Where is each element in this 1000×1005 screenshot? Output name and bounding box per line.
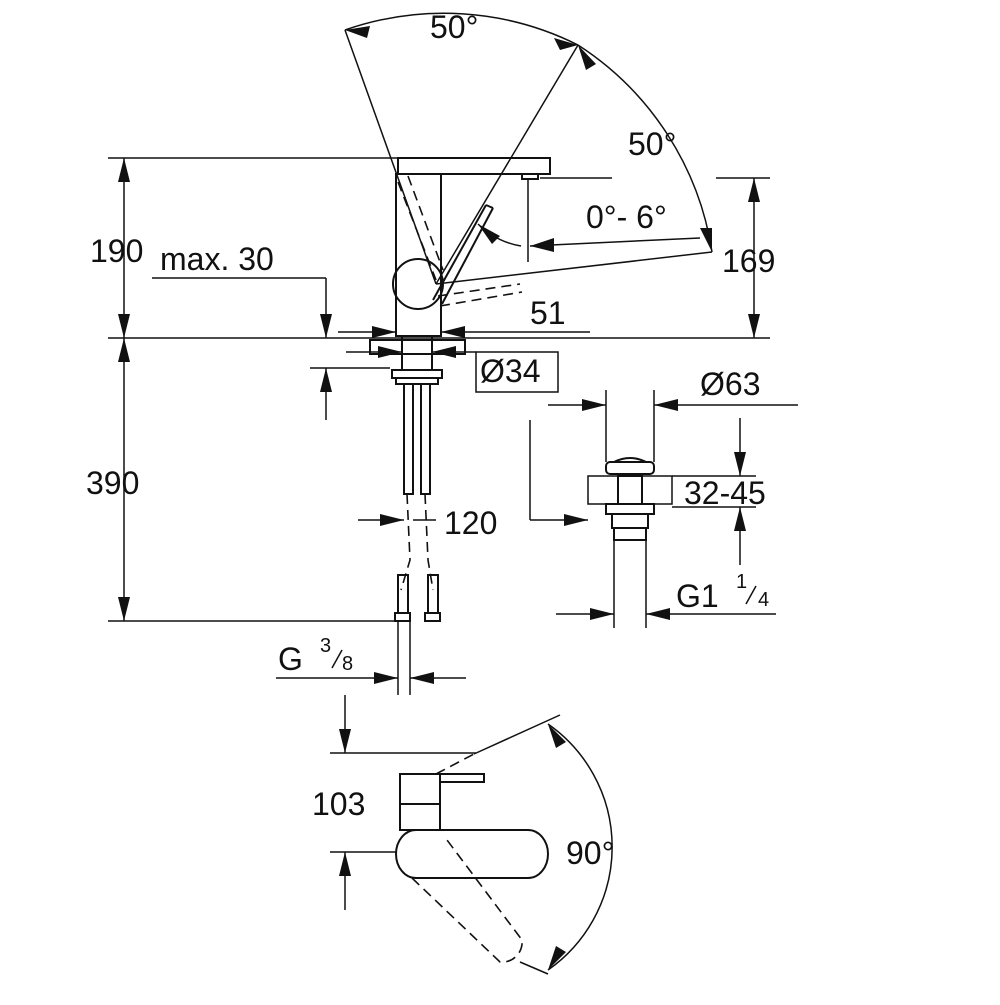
label-max-30: max. 30: [160, 241, 274, 277]
label-thread-waste-den: 4: [758, 589, 769, 611]
dimension-lines-right: [345, 26, 770, 338]
label-thickness-range: 32-45: [684, 475, 766, 511]
label-angle-plan: 90°: [566, 835, 614, 871]
label-angle-right: 50°: [628, 126, 676, 162]
popup-waste: [529, 390, 798, 628]
label-thread-inlet-den: 8: [342, 653, 353, 675]
label-thread-inlet-num: 3: [320, 635, 331, 657]
faucet-plan-view: [330, 695, 613, 975]
label-dim-120: 120: [444, 505, 497, 541]
label-width-51: 51: [530, 295, 566, 331]
dimension-lines-left: [108, 157, 770, 695]
label-tilt-range: 0°- 6°: [586, 199, 667, 235]
label-height-190: 190: [90, 233, 143, 269]
label-thread-waste-num: 1: [736, 571, 747, 593]
label-height-390: 390: [86, 465, 139, 501]
mounting-shank: [369, 335, 466, 622]
label-height-169: 169: [722, 243, 775, 279]
label-angle-top: 50°: [430, 9, 478, 45]
label-thread-waste: G1: [676, 578, 719, 614]
label-diameter-63: Ø63: [700, 366, 760, 402]
label-diameter-34: Ø34: [480, 353, 540, 389]
label-dim-103: 103: [312, 786, 365, 822]
faucet-side-view: [344, 12, 713, 337]
label-thread-inlet: G: [278, 641, 303, 677]
